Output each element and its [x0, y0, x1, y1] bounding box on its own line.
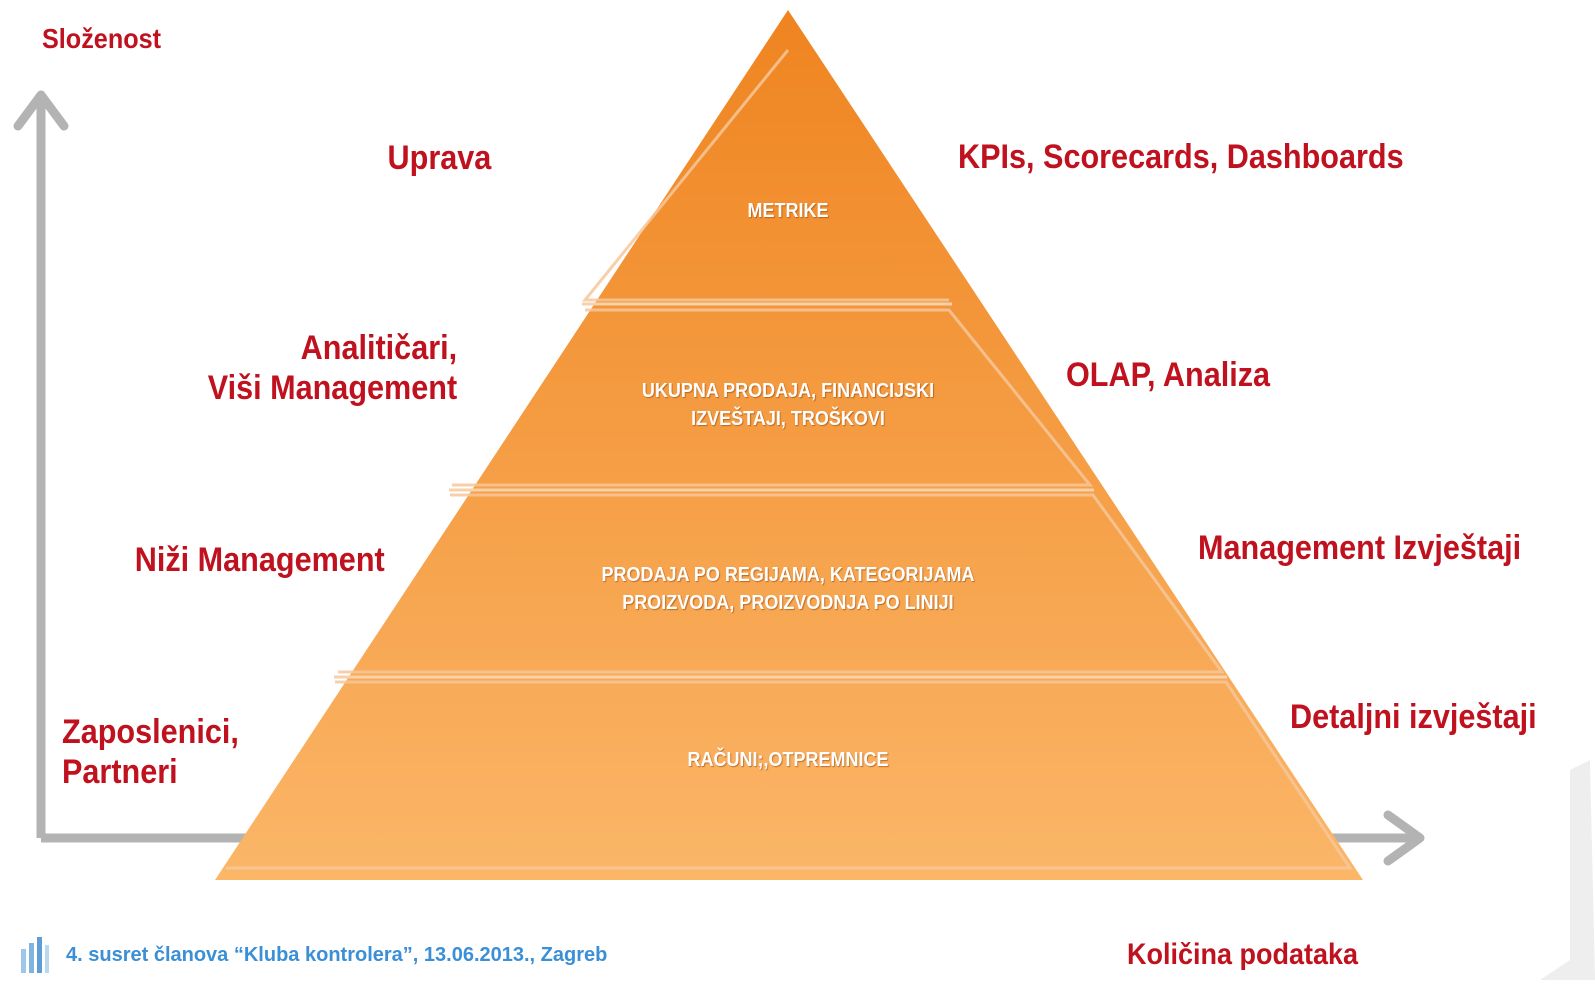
audience-line: Partneri — [62, 753, 178, 792]
audience-line: Zaposlenici, — [62, 713, 239, 751]
audience-label-tier-2: Analitičari, Viši Management — [208, 328, 457, 408]
tier-line: METRIKE — [747, 200, 829, 222]
tier-line: PRODAJA PO REGIJAMA, KATEGORIJAMA — [601, 564, 975, 586]
tier-line: PROIZVODA, PROIZVODNJA PO LINIJI — [622, 592, 954, 614]
y-axis — [13, 90, 69, 838]
corner-decoration — [1540, 760, 1595, 980]
tools-label-tier-4: Detaljni izvještaji — [1290, 698, 1537, 736]
tier-text-detail: RAČUNI;,OTPREMNICE — [590, 746, 986, 774]
tier-text-regional: PRODAJA PO REGIJAMA, KATEGORIJAMA PROIZV… — [482, 561, 1094, 617]
audience-label-tier-1: Uprava — [387, 138, 491, 178]
audience-line: Analitičari, — [300, 329, 457, 367]
audience-label-tier-4: Zaposlenici, Partneri — [62, 712, 239, 792]
tier-line: UKUPNA PRODAJA, FINANCIJSKI — [641, 380, 935, 402]
audience-line: Uprava — [387, 139, 491, 177]
tier-text-summary: UKUPNA PRODAJA, FINANCIJSKI IZVEŠTAJI, T… — [545, 377, 1031, 433]
footer-text: 4. susret članova “Kluba kontrolera”, 13… — [66, 944, 608, 966]
audience-line: Viši Management — [207, 369, 457, 408]
pyramid-shape — [215, 10, 1363, 880]
tier-line: RAČUNI;,OTPREMNICE — [687, 749, 889, 771]
tools-label-tier-2: OLAP, Analiza — [1066, 356, 1271, 394]
club-logo-icon — [21, 937, 49, 973]
tools-label-tier-3: Management Izvještaji — [1198, 529, 1522, 567]
y-axis-label: Složenost — [42, 23, 162, 54]
pyramid-tier-borders — [226, 49, 1353, 870]
tier-text-metrics: METRIKE — [680, 197, 896, 225]
tools-label-tier-1: KPIs, Scorecards, Dashboards — [958, 138, 1404, 176]
tier-line: IZVEŠTAJI, TROŠKOVI — [691, 408, 885, 430]
audience-line: Niži Management — [135, 541, 385, 579]
x-axis-label: Količina podataka — [1127, 938, 1359, 971]
audience-label-tier-3: Niži Management — [135, 540, 385, 580]
